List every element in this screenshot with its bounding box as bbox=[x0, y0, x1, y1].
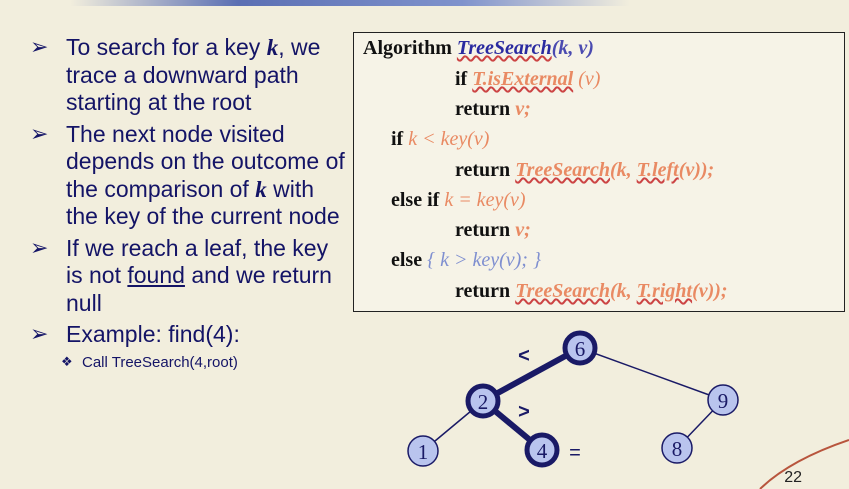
arrow-bullet-icon: ➢ bbox=[30, 121, 49, 147]
if-keyword: if bbox=[391, 128, 409, 150]
if-keyword: if bbox=[455, 68, 473, 90]
bullet-4: ➢ Example: find(4): bbox=[30, 321, 350, 349]
tree-node: 6 bbox=[562, 330, 598, 366]
algo-args: (k, v) bbox=[551, 37, 594, 59]
call-args: (k, bbox=[609, 280, 637, 302]
edge-6-9 bbox=[579, 347, 724, 401]
greater-condition: { k > key(v); } bbox=[427, 249, 541, 271]
tree-node: 9 bbox=[707, 384, 739, 416]
return-keyword: return bbox=[455, 98, 516, 120]
algo-line-4: if k < key(v) bbox=[391, 128, 489, 151]
bullet-3: ➢ If we reach a leaf, the key is not fou… bbox=[30, 235, 350, 318]
node-label: 6 bbox=[575, 337, 586, 361]
bullet-3-pre: If we reach a leaf, the key is not bbox=[66, 234, 329, 289]
else-keyword: else bbox=[391, 249, 428, 271]
equal-label: = bbox=[569, 442, 581, 464]
is-external-args: (v) bbox=[573, 68, 601, 90]
algo-line-9: return TreeSearch(k, T.right(v)); bbox=[455, 280, 728, 303]
return-keyword: return bbox=[455, 219, 516, 241]
algo-line-2: if T.isExternal (v) bbox=[455, 68, 600, 91]
node-label: 4 bbox=[537, 439, 548, 463]
tree-node: 4 bbox=[524, 432, 560, 468]
bullet-2: ➢ The next node visited depends on the o… bbox=[30, 121, 350, 231]
bullet-2-pre: The next node visited depends on the out… bbox=[66, 120, 345, 202]
equal-condition: k = key(v) bbox=[444, 189, 526, 211]
bullet-4-text: Example: find(4): bbox=[66, 321, 240, 347]
top-decoration-bar bbox=[70, 0, 630, 6]
is-external-call: T.isExternal bbox=[472, 68, 574, 90]
algo-line-1: Algorithm TreeSearch(k, v) bbox=[363, 37, 594, 60]
found-link[interactable]: found bbox=[127, 262, 185, 288]
bullet-1-post: , we trace a downward path starting at t… bbox=[66, 34, 321, 115]
tree-node: 2 bbox=[465, 383, 501, 419]
bullet-1-pre: To search for a key bbox=[66, 34, 267, 60]
bullet-2-post: with the key of the current node bbox=[66, 175, 340, 230]
algo-line-8: else { k > key(v); } bbox=[391, 249, 541, 272]
return-value: v; bbox=[515, 98, 531, 120]
algo-line-3: return v; bbox=[455, 98, 531, 121]
corner-swoosh bbox=[759, 439, 849, 489]
treesearch-call: TreeSearch bbox=[515, 159, 610, 181]
edge-6-2 bbox=[481, 345, 582, 404]
algo-line-6: else if k = key(v) bbox=[391, 189, 526, 212]
arrow-bullet-icon: ➢ bbox=[30, 322, 49, 347]
greater-than-label: > bbox=[518, 401, 530, 423]
tree-node: 8 bbox=[661, 432, 693, 464]
return-keyword: return bbox=[455, 280, 516, 302]
diamond-bullet-icon: ❖ bbox=[61, 354, 73, 370]
node-label: 1 bbox=[418, 440, 429, 464]
bullet-list: ➢ To search for a key k, we trace a down… bbox=[30, 34, 350, 373]
algo-line-5: return TreeSearch(k, T.left(v)); bbox=[455, 159, 714, 182]
page-number: 22 bbox=[784, 469, 802, 486]
algo-line-7: return v; bbox=[455, 219, 531, 242]
algorithm-keyword: Algorithm bbox=[363, 37, 457, 59]
return-value: v; bbox=[515, 219, 531, 241]
call-args-end: (v)); bbox=[678, 159, 715, 181]
treesearch-name: TreeSearch bbox=[456, 37, 552, 59]
bullet-1: ➢ To search for a key k, we trace a down… bbox=[30, 34, 350, 117]
less-than-label: < bbox=[518, 345, 530, 367]
return-keyword: return bbox=[455, 159, 516, 181]
node-label: 8 bbox=[672, 437, 683, 461]
less-condition: k < key(v) bbox=[408, 128, 490, 150]
else-if-keyword: else if bbox=[391, 189, 445, 211]
call-args-end: (v)); bbox=[692, 280, 728, 302]
node-label: 2 bbox=[478, 390, 489, 414]
tree-node: 1 bbox=[407, 435, 439, 467]
sub-bullet-text: Call TreeSearch(4,root) bbox=[82, 353, 238, 371]
arrow-bullet-icon: ➢ bbox=[30, 235, 49, 261]
t-right-call: T.right bbox=[636, 280, 693, 302]
node-label: 9 bbox=[718, 389, 729, 413]
t-left-call: T.left bbox=[636, 159, 679, 181]
bullet-1-k: k bbox=[266, 35, 279, 60]
bullet-2-k: k bbox=[255, 176, 267, 202]
bullet-3-post: and we return null bbox=[66, 262, 332, 316]
treesearch-call: TreeSearch bbox=[515, 280, 610, 302]
sub-bullet: ❖ Call TreeSearch(4,root) bbox=[30, 353, 350, 373]
algorithm-box: Algorithm TreeSearch(k, v) if T.isExtern… bbox=[353, 32, 845, 312]
arrow-bullet-icon: ➢ bbox=[30, 35, 49, 60]
call-args: (k, bbox=[609, 159, 637, 181]
